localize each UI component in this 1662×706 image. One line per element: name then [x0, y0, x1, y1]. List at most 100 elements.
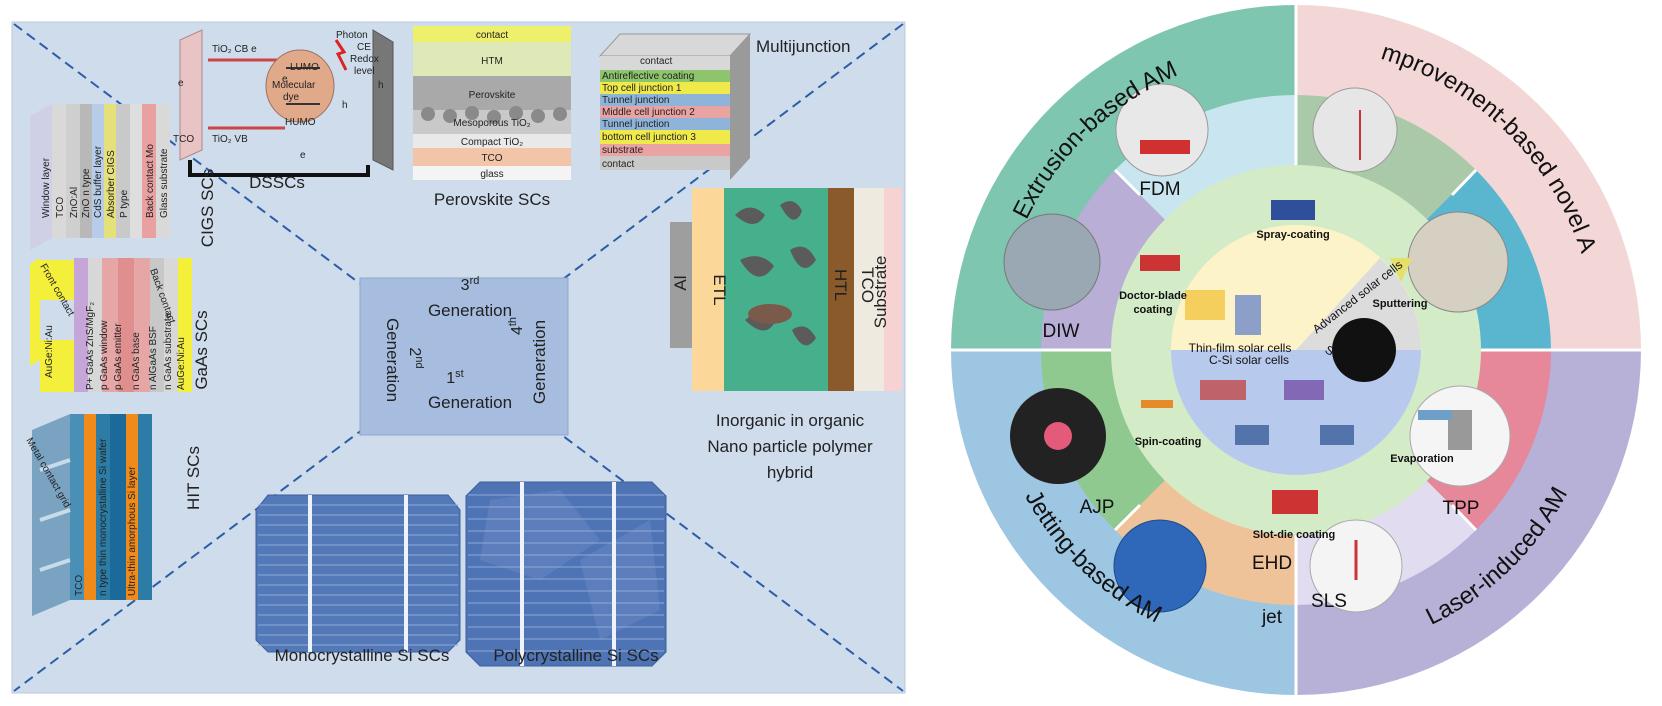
dssc-redox-1: Redox: [350, 54, 379, 65]
perov-layer-0: contact: [476, 30, 508, 41]
multijunction-title: Multijunction: [756, 37, 851, 56]
hybrid-layer-0: Al: [671, 275, 690, 290]
gaas-layer-3: p GaAs window: [99, 320, 110, 390]
perov-layer-1: HTM: [481, 56, 503, 67]
cigs-layer-6: P type: [119, 189, 130, 218]
gaas-layer-2: P+ GaAs ZnS/MgF₂: [85, 302, 96, 390]
coating-doctor-blade-1: Doctor-blade: [1119, 290, 1187, 302]
method-sls: SLS: [1311, 591, 1347, 612]
dssc-dye-line2: dye: [283, 92, 300, 103]
gaas-layer-7: n GaAs substrate: [163, 312, 174, 390]
dssc-dye-line1: Molecular: [272, 80, 316, 91]
cigs-layer-1: TCO: [55, 197, 66, 218]
dssc-h-2: h: [378, 80, 384, 91]
method-fdm: FDM: [1139, 179, 1180, 200]
method-jet: jet: [1261, 607, 1283, 628]
mj-layer-7: substrate: [602, 145, 644, 156]
mono-si-panel: Monocrystalline Si SCs: [255, 494, 461, 665]
perov-layer-3: Mesoporous TiO₂: [453, 118, 530, 129]
mj-layer-8: contact: [602, 159, 634, 170]
poly-si-panel: Polycrystalline Si SCs: [465, 481, 667, 667]
cigs-layer-8: Glass substrate: [159, 148, 170, 218]
hybrid-caption-1: Inorganic in organic: [716, 411, 865, 430]
coating-doctor-blade-2: coating: [1133, 304, 1172, 316]
method-ajp: AJP: [1080, 497, 1115, 518]
hybrid-caption-2: Nano particle polymer: [707, 437, 873, 456]
diagonal-divider-2: [13, 23, 904, 692]
dssc-tco: TCO: [173, 134, 194, 145]
multijunction-stack: contact Antireflective coating Top cell …: [598, 33, 851, 180]
dssc-title: DSSCs: [249, 173, 305, 192]
dssc-lumo: LUMO: [290, 62, 319, 73]
cigs-layer-5: Absorber CIGS: [106, 150, 117, 218]
ssps-image: [1332, 318, 1396, 382]
fourth-gen-label: Generation: [530, 320, 549, 404]
hybrid-caption-3: hybrid: [767, 463, 813, 482]
coating-spin: Spin-coating: [1135, 436, 1202, 448]
dssc-redox-2: level: [354, 66, 375, 77]
dssc-photon: Photon: [336, 30, 368, 41]
coating-spray: Spray-coating: [1256, 229, 1329, 241]
method-diw: DIW: [1043, 321, 1080, 342]
perov-layer-2: Perovskite: [469, 90, 516, 101]
hybrid-layer-3: TCO: [858, 267, 877, 303]
cigs-layer-4: CdS buffer layer: [93, 145, 104, 218]
mj-layer-2: Top cell junction 1: [602, 83, 682, 94]
fourth-gen-number: 4th: [507, 317, 526, 335]
dssc-tio2-cb: TiO₂ CB e: [212, 44, 257, 55]
third-gen-label: Generation: [428, 301, 512, 320]
mj-layer-0: contact: [640, 56, 672, 67]
gaas-stack: AuGe:Ni:Au Front contact P+ GaAs ZnS/MgF…: [30, 258, 211, 392]
hybrid-stack: Al ETL HTL TCO Substrate Inorganic in or…: [670, 188, 902, 482]
first-gen-label: Generation: [428, 393, 512, 412]
coating-sputtering: Sputtering: [1373, 298, 1428, 310]
center-thin-film: Thin-film solar cells: [1189, 341, 1292, 355]
gaas-layer-0: AuGe:Ni:Au: [44, 325, 55, 378]
gaas-title: GaAs SCs: [192, 310, 211, 389]
left-panel: 3rd Generation Generation 1st Generation…: [11, 21, 906, 694]
gaas-layer-8: AuGe:Ni:Au: [176, 337, 187, 390]
gaas-layer-4: p GaAs emitter: [113, 323, 124, 390]
center-c-si: C-Si solar cells: [1209, 353, 1289, 367]
gaas-layer-6: n AlGaAs BSF: [148, 326, 159, 390]
gaas-layer-5: n GaAs base: [131, 332, 142, 390]
dssc-ce: CE: [357, 42, 371, 53]
dssc-e-left: e: [178, 78, 184, 89]
perovskite-stack: contact HTM Perovskite Mesoporous TiO₂ C…: [413, 26, 571, 209]
hybrid-layer-4: Substrate: [871, 256, 890, 329]
cigs-title: CIGS SCs: [198, 169, 217, 247]
coating-slot-die: Slot-die coating: [1253, 529, 1336, 541]
second-gen-number: 2nd: [406, 347, 425, 368]
mono-si-label: Monocrystalline Si SCs: [275, 646, 450, 665]
cigs-stack: Window layer TCO ZnO:Al ZnO n type CdS b…: [30, 104, 217, 250]
perov-layer-4: Compact TiO₂: [461, 137, 523, 148]
photo-thumbnails: [1003, 83, 1511, 613]
poly-si-label: Polycrystalline Si SCs: [493, 646, 658, 665]
hit-stack: Metal contact grid TCO n type thin monoc…: [23, 414, 203, 616]
mj-layer-4: Middle cell junction 2: [602, 107, 695, 118]
dssc-humo: HUMO: [285, 117, 316, 128]
inner-core-sps: [1296, 258, 1421, 350]
second-gen-label: Generation: [383, 318, 402, 402]
dssc-tio2-vb: TiO₂ VB: [212, 134, 248, 145]
dssc-e-mid: e: [282, 74, 288, 85]
hit-title: HIT SCs: [184, 446, 203, 510]
cigs-layer-7: Back contact Mo: [145, 144, 156, 218]
perov-layer-5: TCO: [481, 153, 502, 164]
mj-layer-5: Tunnel junction: [602, 119, 669, 130]
hybrid-layer-2: HTL: [831, 269, 850, 301]
mj-layer-3: Tunnel junction: [602, 95, 669, 106]
method-ehd: EHD: [1252, 553, 1292, 574]
mj-layer-1: Antireflective coating: [602, 71, 694, 82]
coating-evaporation: Evaporation: [1390, 453, 1454, 465]
hit-layer-1: TCO: [74, 575, 85, 596]
method-tpp: TPP: [1443, 498, 1480, 519]
dssc-schematic: TiO₂ CB e TiO₂ VB LUMO HUMO Molecular dy…: [173, 29, 394, 192]
cigs-layer-0: Window layer: [41, 157, 52, 218]
hit-layer-3: Ultra-thin amorphous Si layer: [127, 466, 138, 596]
cigs-layer-2: ZnO:Al: [69, 187, 80, 218]
mj-layer-6: bottom cell junction 3: [602, 132, 696, 143]
hit-layer-2: n type thin monocrystalline Si wafer: [98, 438, 109, 596]
perovskite-title: Perovskite SCs: [434, 190, 550, 209]
